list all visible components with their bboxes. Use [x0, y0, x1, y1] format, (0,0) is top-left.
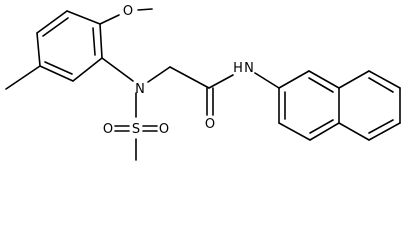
bond-naph-h: [368, 70, 401, 89]
bond-nh-naphthyl: [254, 72, 280, 89]
bond-aryl-n: [101, 57, 134, 82]
atom-sulfonyl-o-left: O: [103, 122, 113, 137]
atom-methoxy-o: O: [123, 4, 133, 19]
bond-ring1-f: [99, 23, 103, 59]
bond-naph-j: [368, 122, 401, 141]
atom-amide-n: N: [244, 61, 254, 76]
bond-naph-c-inner: [309, 119, 334, 134]
bond-ring-methyl: [5, 65, 41, 90]
bond-ring1-c: [36, 32, 41, 67]
atom-carbonyl-o: O: [205, 117, 215, 132]
chemical-structure: O N S O O O H N: [5, 4, 401, 161]
bond-n-ch2: [147, 66, 171, 83]
bond-naph-f: [278, 70, 310, 89]
bond-naph-e-inner: [308, 77, 334, 93]
bond-naph-j-inner: [368, 119, 394, 134]
bond-ring1-b-inner: [42, 17, 69, 37]
atom-labels: O N S O O O H N: [103, 4, 254, 137]
bond-methyl-o: [137, 8, 153, 11]
bond-ring1-a: [66, 10, 101, 25]
bond-naph-g: [338, 70, 370, 89]
bond-naph-e: [308, 70, 340, 89]
bond-ring1-f-inner: [92, 27, 96, 56]
bond-naph-c: [309, 122, 340, 141]
bond-ring1-d-inner: [44, 61, 73, 75]
bond-ring1-e: [72, 57, 103, 82]
atom-sulfonamide-n: N: [135, 82, 145, 97]
bonds: [5, 8, 401, 161]
bond-naph-h-inner: [368, 77, 394, 93]
bond-ring1-d: [39, 65, 74, 82]
atom-amide-h: H: [233, 61, 243, 76]
bond-naph-b: [278, 122, 311, 141]
atom-sulfonyl-o-right: O: [159, 122, 169, 137]
bond-o-aryl: [99, 14, 120, 25]
bond-naph-k: [338, 122, 370, 141]
bond-ring1-b: [36, 10, 68, 34]
atom-sulfonyl-s: S: [132, 122, 140, 137]
bond-ch2-co: [169, 66, 210, 89]
bond-co-nh: [208, 74, 234, 89]
